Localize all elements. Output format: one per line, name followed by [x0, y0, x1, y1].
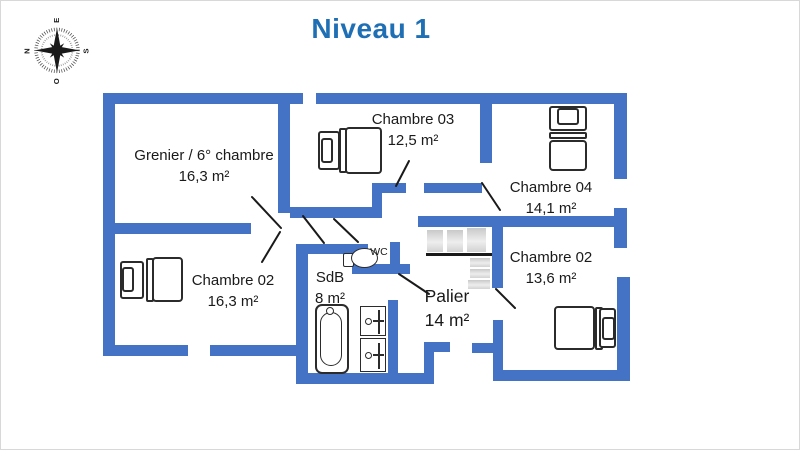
door-line [251, 196, 282, 229]
room-label-chambre03: Chambre 03 12,5 m² [372, 110, 455, 151]
room-area: 14,1 m² [525, 199, 577, 217]
stairs-icon [425, 227, 495, 291]
wall-segment [418, 216, 620, 227]
sink-icon [360, 306, 386, 336]
compass-label-south: S [82, 49, 91, 54]
room-area: 12,5 m² [387, 131, 439, 149]
compass-star-diagonal [49, 43, 65, 58]
wall-segment [492, 216, 503, 288]
room-name: Grenier / 6° chambre [134, 147, 274, 164]
wall-segment [493, 370, 630, 381]
room-area: 13,6 m² [525, 269, 577, 287]
room-name: Chambre 02 [191, 272, 275, 289]
wall-segment [617, 277, 630, 381]
room-label-palier: Palier 14 m² [425, 284, 470, 332]
page-title: Niveau 1 [311, 13, 431, 44]
room-area: 14 m² [424, 310, 470, 331]
wall-segment [424, 342, 434, 384]
compass-label-west: O [52, 78, 61, 84]
compass-label-east: E [52, 18, 61, 23]
wall-segment [372, 183, 406, 193]
room-label-chambre02-left: Chambre 02 16,3 m² [192, 271, 275, 312]
room-area: 8 m² [315, 289, 345, 307]
room-name: WC [370, 246, 388, 258]
wall-segment [210, 345, 308, 356]
door-line [481, 182, 501, 211]
room-label-wc: WC [370, 245, 388, 259]
bed-icon-chambre03 [315, 127, 383, 176]
wall-segment [278, 93, 290, 213]
door-line [261, 231, 281, 263]
bathtub-icon [315, 304, 349, 374]
wall-segment [296, 244, 368, 254]
compass-icon: E S O N [22, 12, 92, 86]
wall-segment [352, 264, 410, 274]
door-line [333, 218, 359, 243]
wall-segment [424, 183, 482, 193]
room-label-sdb: SdB 8 m² [315, 268, 345, 309]
wall-segment [390, 242, 400, 274]
wall-segment [472, 343, 503, 353]
room-name: Chambre 03 [371, 111, 455, 128]
wall-segment [103, 93, 303, 104]
bed-icon-chambre04 [549, 106, 589, 172]
room-area: 16,3 m² [207, 292, 259, 310]
wall-segment [296, 244, 308, 384]
room-label-grenier: Grenier / 6° chambre 16,3 m² [134, 146, 273, 187]
room-name: Chambre 02 [509, 249, 593, 266]
sink-icon [360, 338, 386, 372]
wall-segment [480, 93, 492, 163]
wall-segment [296, 373, 398, 384]
room-label-chambre02-right: Chambre 02 13,6 m² [510, 248, 593, 289]
wall-segment [372, 183, 382, 218]
toilet-icon [343, 247, 381, 273]
room-label-chambre04: Chambre 04 14,1 m² [510, 178, 593, 219]
wall-segment [388, 300, 398, 384]
wall-segment [290, 207, 382, 218]
wall-segment [614, 93, 627, 179]
room-name: Palier [424, 286, 470, 306]
room-name: SdB [315, 269, 345, 286]
wall-segment [424, 342, 450, 352]
door-line [302, 215, 325, 244]
compass-label-north: N [23, 48, 32, 54]
wall-segment [103, 223, 251, 234]
room-name: Chambre 04 [509, 179, 593, 196]
door-line [495, 288, 516, 309]
compass-rose: E S O N [23, 18, 91, 84]
bed-icon-chambre02-left [120, 257, 184, 303]
room-area: 16,3 m² [178, 167, 230, 185]
wall-segment [316, 93, 627, 104]
wall-segment [103, 345, 188, 356]
wall-segment [388, 373, 434, 384]
bed-icon-chambre02-right [554, 306, 617, 351]
wall-segment [614, 208, 627, 248]
